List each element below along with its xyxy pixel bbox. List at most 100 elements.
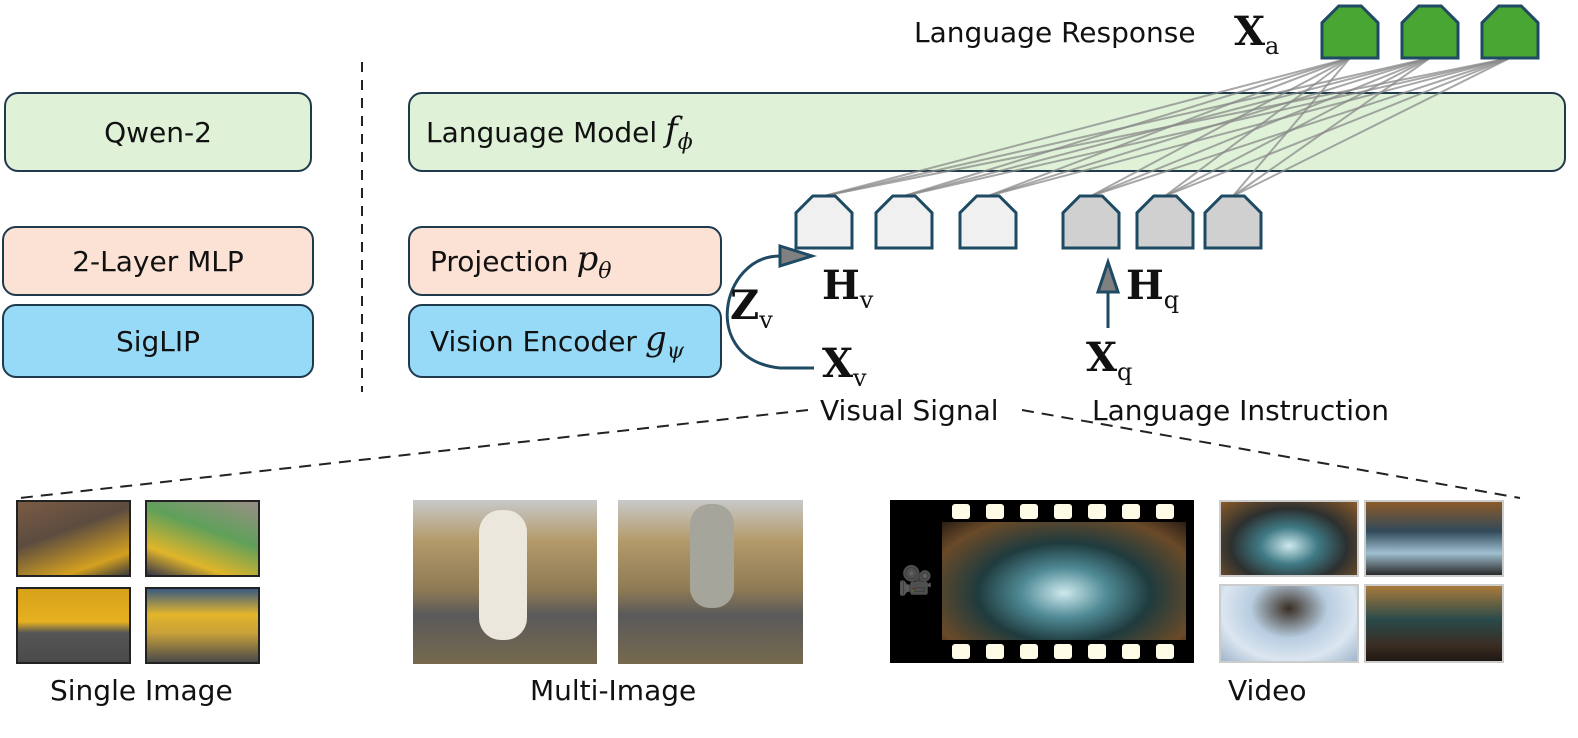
zv-symbol: Zv: [730, 282, 773, 334]
visual-token-3: [958, 194, 1018, 250]
instruction-token-1: [1061, 194, 1121, 250]
proj-symbol-base: p: [576, 238, 599, 279]
attention-line: [903, 57, 1511, 197]
visual-token-2: [874, 194, 934, 250]
projection-label: Projection: [430, 244, 569, 278]
sprocket-hole: [1088, 504, 1106, 519]
hv-sub: v: [859, 286, 874, 314]
attention-line: [987, 57, 1511, 197]
language-response-label: Language Response: [914, 16, 1196, 49]
attention-line: [823, 57, 1511, 197]
video-frame-1: [1219, 500, 1359, 577]
zv-base: Z: [730, 282, 760, 329]
dog-on-bench-image: [413, 500, 597, 664]
attention-line: [1164, 57, 1511, 197]
dog-figure: [479, 510, 527, 640]
language-model-symbol: fϕ: [665, 110, 693, 155]
monkey-figure: [690, 504, 734, 608]
vision-encoder-box: Vision Encoder gψ: [408, 304, 722, 378]
sprocket-hole: [986, 644, 1004, 659]
zoom-dashed-line-right: [1021, 409, 1521, 499]
sprocket-hole: [1020, 504, 1038, 519]
attention-line: [1232, 57, 1511, 197]
encoder-projection-curve: [725, 254, 814, 370]
response-token-2: [1400, 4, 1460, 60]
multi-image-label: Multi-Image: [530, 674, 697, 707]
video-frame-2: [1364, 500, 1504, 577]
hv-symbol: Hv: [822, 262, 873, 314]
attention-line: [1090, 57, 1511, 197]
hq-base: H: [1126, 262, 1164, 309]
instruction-token-3: [1203, 194, 1263, 250]
mlp-box: 2-Layer MLP: [2, 226, 314, 296]
xv-sub: v: [853, 364, 867, 392]
sprocket-hole: [1020, 644, 1038, 659]
instruction-token-2: [1135, 194, 1195, 250]
sprocket-hole: [1156, 644, 1174, 659]
attention-line: [1090, 57, 1431, 197]
video-frame-4: [1364, 584, 1504, 663]
film-frame-wave: [942, 522, 1186, 640]
sprocket-hole: [1122, 644, 1140, 659]
hv-arrowhead-icon: [778, 243, 818, 269]
xq-symbol: Xq: [1086, 334, 1132, 386]
zv-sub: v: [759, 306, 773, 334]
xa-base: X: [1234, 8, 1266, 55]
qwen2-box: Qwen-2: [4, 92, 312, 172]
monkey-on-bench-image: [618, 500, 803, 664]
enc-symbol-sub: ψ: [666, 338, 684, 364]
sprocket-hole: [952, 644, 970, 659]
visual-signal-label: Visual Signal: [820, 394, 999, 427]
vision-encoder-label: Vision Encoder: [430, 324, 637, 358]
sprocket-hole: [1054, 504, 1072, 519]
lm-symbol-base: f: [665, 109, 678, 150]
attention-line: [1164, 57, 1351, 197]
projection-symbol: pθ: [576, 239, 611, 284]
video-frame-3: [1219, 584, 1359, 663]
sprocket-hole: [1122, 504, 1140, 519]
siglip-box: SigLIP: [2, 304, 314, 378]
sprocket-hole: [986, 504, 1004, 519]
xv-symbol: Xv: [822, 340, 867, 392]
attention-line: [823, 57, 1351, 197]
hv-base: H: [822, 262, 860, 309]
single-image-tile-2: [145, 500, 260, 577]
sprocket-hole: [952, 504, 970, 519]
response-token-3: [1480, 4, 1540, 60]
video-camera-icon: 🎥: [898, 564, 933, 597]
sprocket-hole: [1088, 644, 1106, 659]
attention-line: [1090, 57, 1351, 197]
siglip-label: SigLIP: [115, 324, 201, 358]
proj-symbol-sub: θ: [598, 258, 612, 284]
lm-symbol-sub: ϕ: [677, 129, 693, 155]
sprocket-hole: [1054, 644, 1072, 659]
zoom-dashed-line-left: [19, 409, 809, 499]
qwen2-label: Qwen-2: [104, 115, 212, 149]
hq-sub: q: [1163, 286, 1180, 314]
xv-base: X: [822, 340, 854, 387]
sprocket-hole: [1156, 504, 1174, 519]
visual-token-1: [794, 194, 854, 250]
projection-box: Projection pθ: [408, 226, 722, 296]
single-image-tile-4: [145, 587, 260, 664]
single-image-tile-1: [16, 500, 131, 577]
attention-connections: [823, 57, 1511, 197]
response-token-1: [1320, 4, 1380, 60]
token-group: [794, 4, 1540, 250]
xq-sub: q: [1117, 358, 1133, 386]
attention-line: [823, 57, 1431, 197]
single-image-tile-3: [16, 587, 131, 664]
language-model-label: Language Model: [426, 115, 658, 149]
mlp-label: 2-Layer MLP: [72, 244, 244, 278]
hq-arrowhead-icon: [1095, 257, 1121, 294]
language-instruction-label: Language Instruction: [1092, 394, 1389, 427]
enc-symbol-base: g: [644, 318, 667, 359]
film-strip: 🎥: [890, 500, 1194, 663]
hq-symbol: Hq: [1126, 262, 1179, 314]
xq-base: X: [1086, 334, 1118, 381]
xa-symbol: Xa: [1234, 8, 1279, 60]
xa-sub: a: [1265, 32, 1280, 60]
video-label: Video: [1228, 674, 1307, 707]
single-image-label: Single Image: [50, 674, 233, 707]
